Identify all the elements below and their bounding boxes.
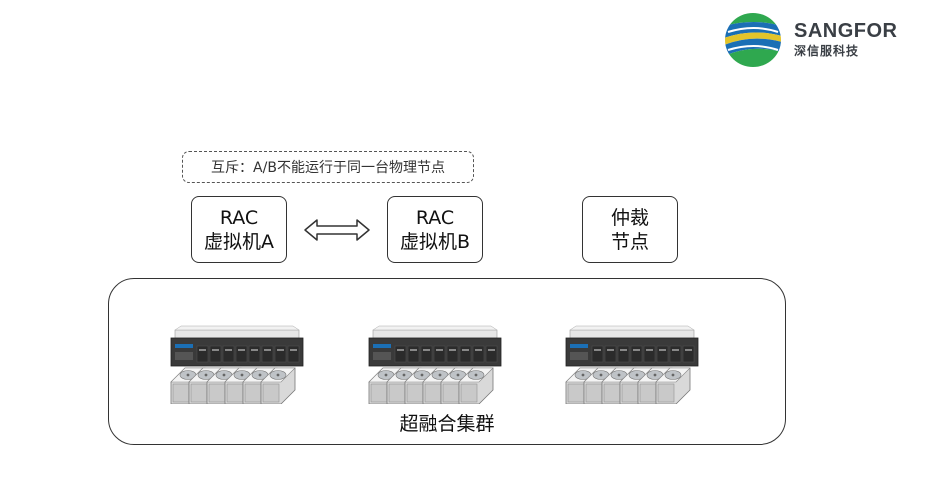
arbitration-node: 仲裁 节点 (582, 196, 678, 263)
rac-vm-b-node: RAC 虚拟机B (387, 196, 483, 263)
sangfor-globe-icon (725, 13, 781, 67)
mutex-note: 互斥：A/B不能运行于同一台物理节点 (182, 151, 474, 183)
cluster-label: 超融合集群 (399, 413, 495, 435)
server-icon (365, 324, 505, 405)
sangfor-logo: SANGFOR 深信服科技 (724, 12, 914, 68)
brand-name-cn: 深信服科技 (794, 44, 860, 58)
server-icon (562, 324, 702, 405)
node-line1: 仲裁 (610, 206, 649, 229)
server-icon (167, 324, 307, 405)
node-line1: RAC (219, 206, 259, 229)
node-line2: 节点 (610, 230, 649, 253)
node-line1: RAC (415, 206, 455, 229)
node-line2: 虚拟机B (399, 230, 471, 253)
rac-vm-a-node: RAC 虚拟机A (191, 196, 287, 263)
brand-name-en: SANGFOR (794, 20, 898, 42)
node-line2: 虚拟机A (204, 230, 274, 253)
double-arrow-icon (304, 219, 370, 241)
hci-cluster: 超融合集群 (108, 278, 786, 445)
